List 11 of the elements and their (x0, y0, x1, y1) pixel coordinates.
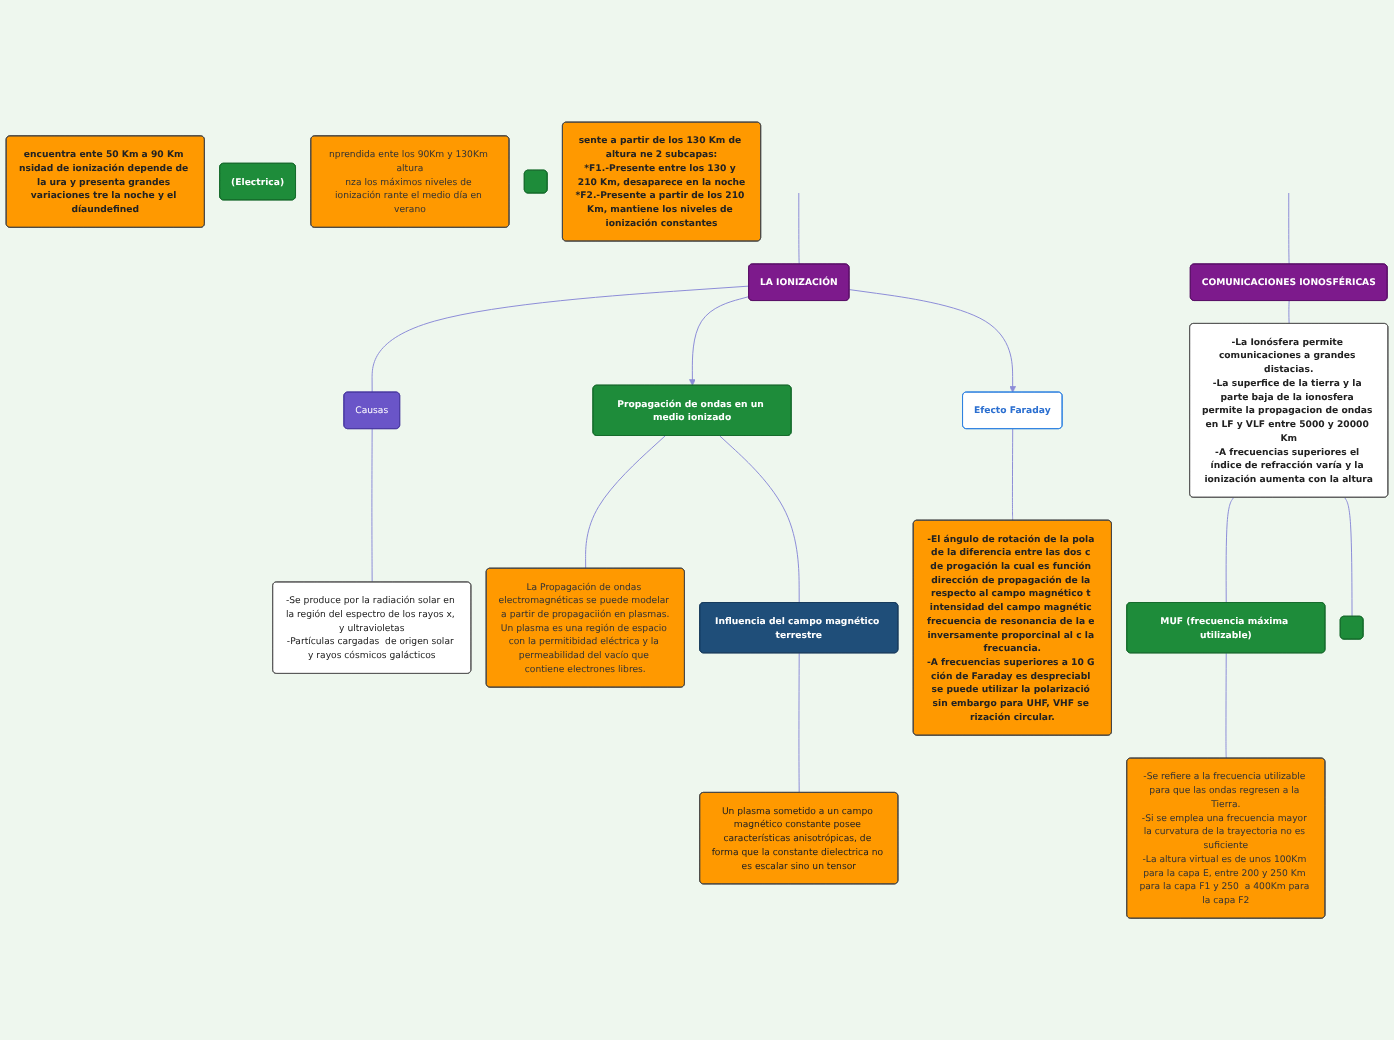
connector (1288, 192, 1290, 265)
connector (798, 192, 800, 265)
connector (1344, 497, 1353, 617)
connector (719, 435, 800, 604)
connector (1225, 652, 1227, 759)
connector (798, 652, 800, 794)
connector (371, 428, 373, 583)
connector (585, 435, 666, 569)
connector (1011, 428, 1014, 521)
connector (1288, 300, 1290, 325)
connector (1225, 497, 1235, 604)
